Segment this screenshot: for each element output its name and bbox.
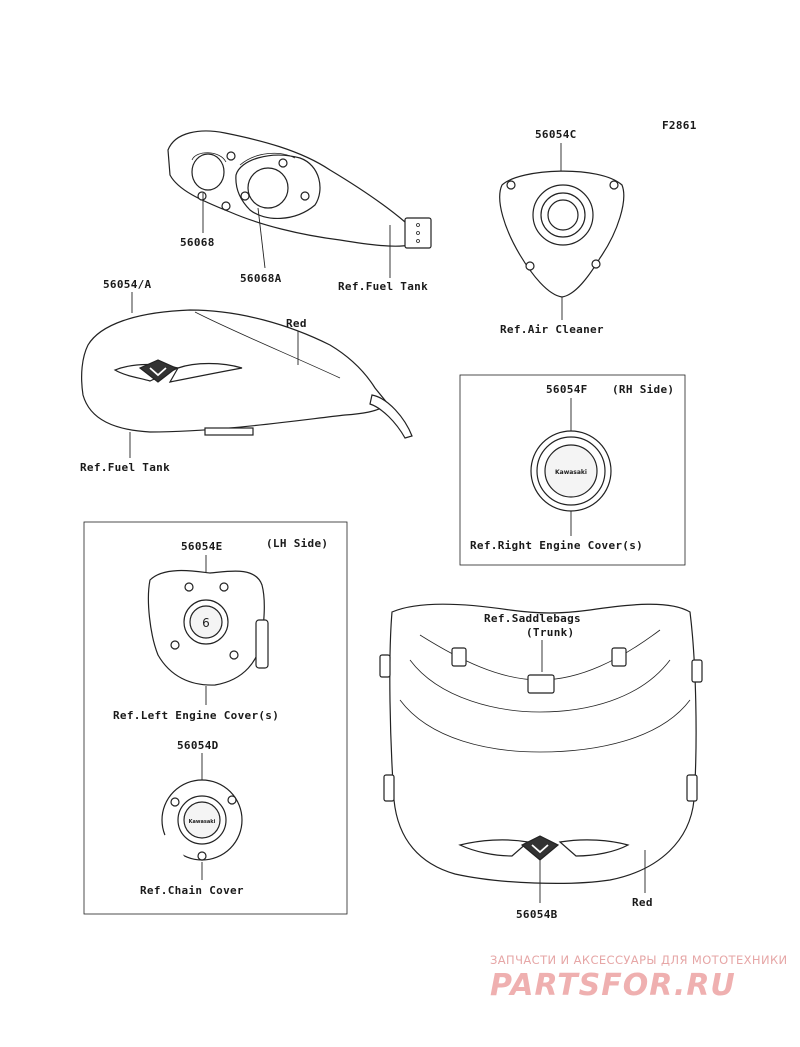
lh-side-box [83,521,348,915]
svg-text:6: 6 [202,616,210,630]
part-number-56054F: 56054F [546,383,588,396]
part-number-56054E: 56054E [181,540,223,553]
ref-label-air-cleaner: Ref.Air Cleaner [500,323,604,336]
note-rh-side: (RH Side) [612,383,674,396]
left-engine-cover: 6 [147,569,269,686]
watermark-brand: PARTSFOR.RU [490,968,736,1003]
part-number-56054A: 56054/A [103,278,152,291]
watermark-tagline: ЗАПЧАСТИ И АКСЕССУАРЫ ДЛЯ МОТОТЕХНИКИ [490,953,788,967]
svg-text:Kawasaki: Kawasaki [555,469,587,476]
ref-label-left-engine-cover: Ref.Left Engine Cover(s) [113,709,279,722]
ref-label-saddlebags: Ref.Saddlebags [484,612,581,625]
part-number-56054B: 56054B [516,908,558,921]
part-number-56068: 56068 [180,236,215,249]
part-number-56054C: 56054C [535,128,577,141]
ref-label-fuel-tank-side: Ref.Fuel Tank [80,461,170,474]
figure-code: F2861 [662,119,697,132]
note-red-tank: Red [286,317,307,330]
rh-side-box [459,374,686,566]
fuel-tank-side-view [81,309,413,439]
part-number-56068A: 56068A [240,272,282,285]
ref-label-fuel-tank-top: Ref.Fuel Tank [338,280,428,293]
ref-label-saddlebags-trunk: (Trunk) [526,626,574,639]
fuel-tank-top-view [167,130,432,249]
air-cleaner-cover [499,170,625,298]
right-engine-cover-emblem: Kawasaki [530,430,612,512]
saddlebag-trunk [379,603,703,884]
chain-cover: Kawasaki [160,779,243,866]
note-lh-side: (LH Side) [266,537,328,550]
part-number-56054D: 56054D [177,739,219,752]
ref-label-chain-cover: Ref.Chain Cover [140,884,244,897]
note-red-trunk: Red [632,896,653,909]
svg-text:Kawasaki: Kawasaki [189,819,216,825]
leader-56068A [257,207,266,269]
ref-label-right-engine-cover: Ref.Right Engine Cover(s) [470,539,643,552]
